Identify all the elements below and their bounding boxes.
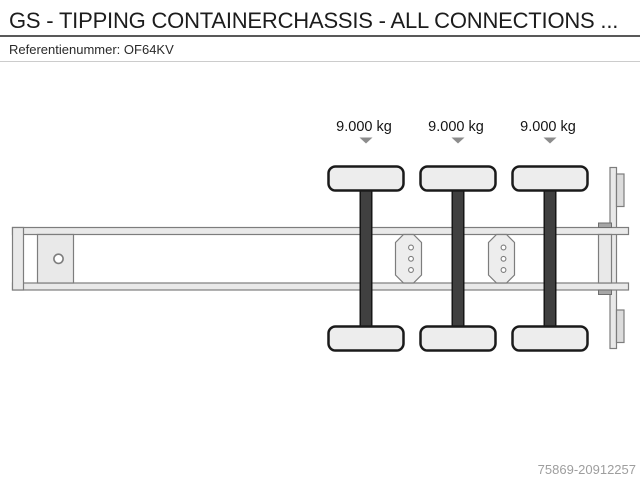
rear-bracket-top: [598, 222, 612, 228]
tire-top-1: [327, 165, 405, 192]
front-crossmember: [11, 226, 25, 291]
reference-divider: [0, 61, 640, 62]
axle-group-3: 9.000 kg: [511, 119, 589, 352]
plate-bolt-hole: [500, 255, 507, 262]
plate-bolt-hole: [408, 267, 414, 273]
axle-group-2: 9.000 kg: [419, 119, 497, 352]
axle-load-label-3: 9.000 kg: [520, 119, 576, 135]
listing-title: GS - TIPPING CONTAINERCHASSIS - ALL CONN…: [9, 8, 619, 33]
tire-bottom-1: [327, 325, 405, 352]
axle-bar-1: [359, 185, 373, 332]
load-arrow-1: [359, 137, 373, 144]
plate-bolt-hole: [408, 255, 414, 262]
reference-label: Referentienummer:: [9, 42, 121, 57]
tail-lamp-box-bottom: [615, 309, 625, 344]
tire-bottom-2: [419, 325, 497, 352]
rear-bracket-bottom: [598, 289, 612, 295]
axle-group-1: 9.000 kg: [327, 119, 405, 352]
plate-bolt-hole: [500, 267, 507, 273]
tail-lamp-box-top: [615, 173, 625, 208]
kingpin-circle: [53, 253, 64, 265]
load-arrow-2: [451, 137, 465, 144]
axle-bar-3: [543, 185, 557, 332]
plate-bolt-hole: [408, 244, 414, 251]
plate-bolt-hole: [500, 244, 507, 251]
load-arrow-3: [543, 137, 557, 144]
chassis-rail-bottom: [11, 282, 630, 291]
header: GS - TIPPING CONTAINERCHASSIS - ALL CONN…: [0, 0, 640, 62]
axle-load-label-1: 9.000 kg: [336, 119, 392, 135]
rear-end-block: [597, 233, 613, 284]
image-watermark: 75869-20912257: [537, 462, 636, 477]
chassis-rail-top: [11, 226, 630, 236]
reference-line: Referentienummer: OF64KV: [9, 43, 640, 57]
axle-bar-2: [451, 185, 465, 332]
axle-load-label-2: 9.000 kg: [428, 119, 484, 135]
tire-bottom-3: [511, 325, 589, 352]
tire-top-3: [511, 165, 589, 192]
reference-value: OF64KV: [123, 42, 174, 57]
tire-top-2: [419, 165, 497, 192]
cross-plate-1: [394, 233, 423, 284]
cross-plate-2: [487, 233, 516, 284]
title-divider: [0, 35, 640, 37]
